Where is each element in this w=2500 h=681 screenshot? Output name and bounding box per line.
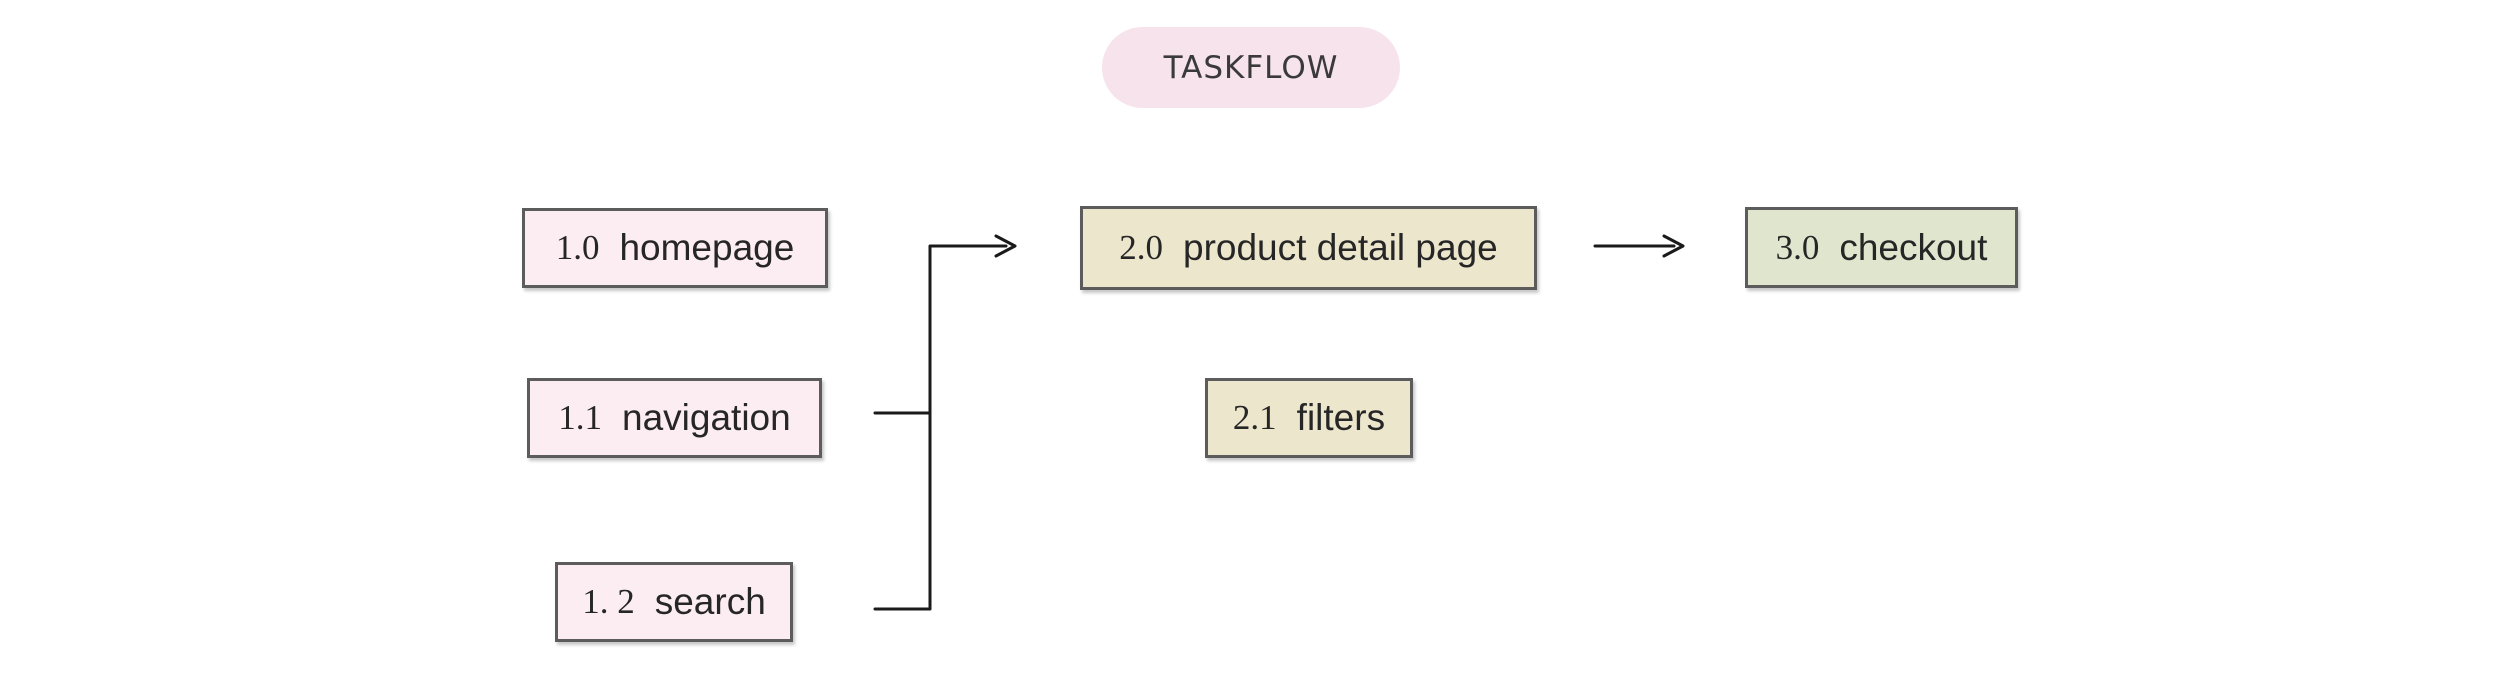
node-navigation: 1.1 navigation	[527, 378, 822, 458]
node-filters: 2.1 filters	[1205, 378, 1413, 458]
node-checkout: 3.0 checkout	[1745, 207, 2018, 288]
node-number: 1.0	[555, 228, 600, 267]
arrowhead-to-checkout-icon	[1662, 234, 1685, 258]
node-label: checkout	[1839, 226, 1988, 268]
node-label: search	[654, 581, 766, 622]
node-label: navigation	[622, 397, 791, 438]
node-number: 1.1	[558, 398, 603, 437]
node-label: homepage	[619, 227, 795, 268]
node-product-detail-page: 2.0 product detail page	[1080, 206, 1537, 290]
node-label: product detail page	[1183, 227, 1498, 268]
node-homepage: 1.0 homepage	[522, 208, 828, 288]
node-number: 2.1	[1232, 398, 1277, 437]
node-search: 1. 2 search	[555, 562, 793, 642]
node-label: filters	[1296, 397, 1386, 438]
diagram-title: TASKFLOW	[1163, 49, 1339, 86]
diagram-title-pill: TASKFLOW	[1102, 27, 1400, 108]
node-number: 2.0	[1119, 228, 1163, 267]
node-number: 1. 2	[582, 582, 635, 621]
arrowhead-to-product-detail-page-icon	[994, 234, 1017, 258]
connector-bracket	[873, 244, 1008, 611]
node-number: 3.0	[1775, 227, 1820, 267]
